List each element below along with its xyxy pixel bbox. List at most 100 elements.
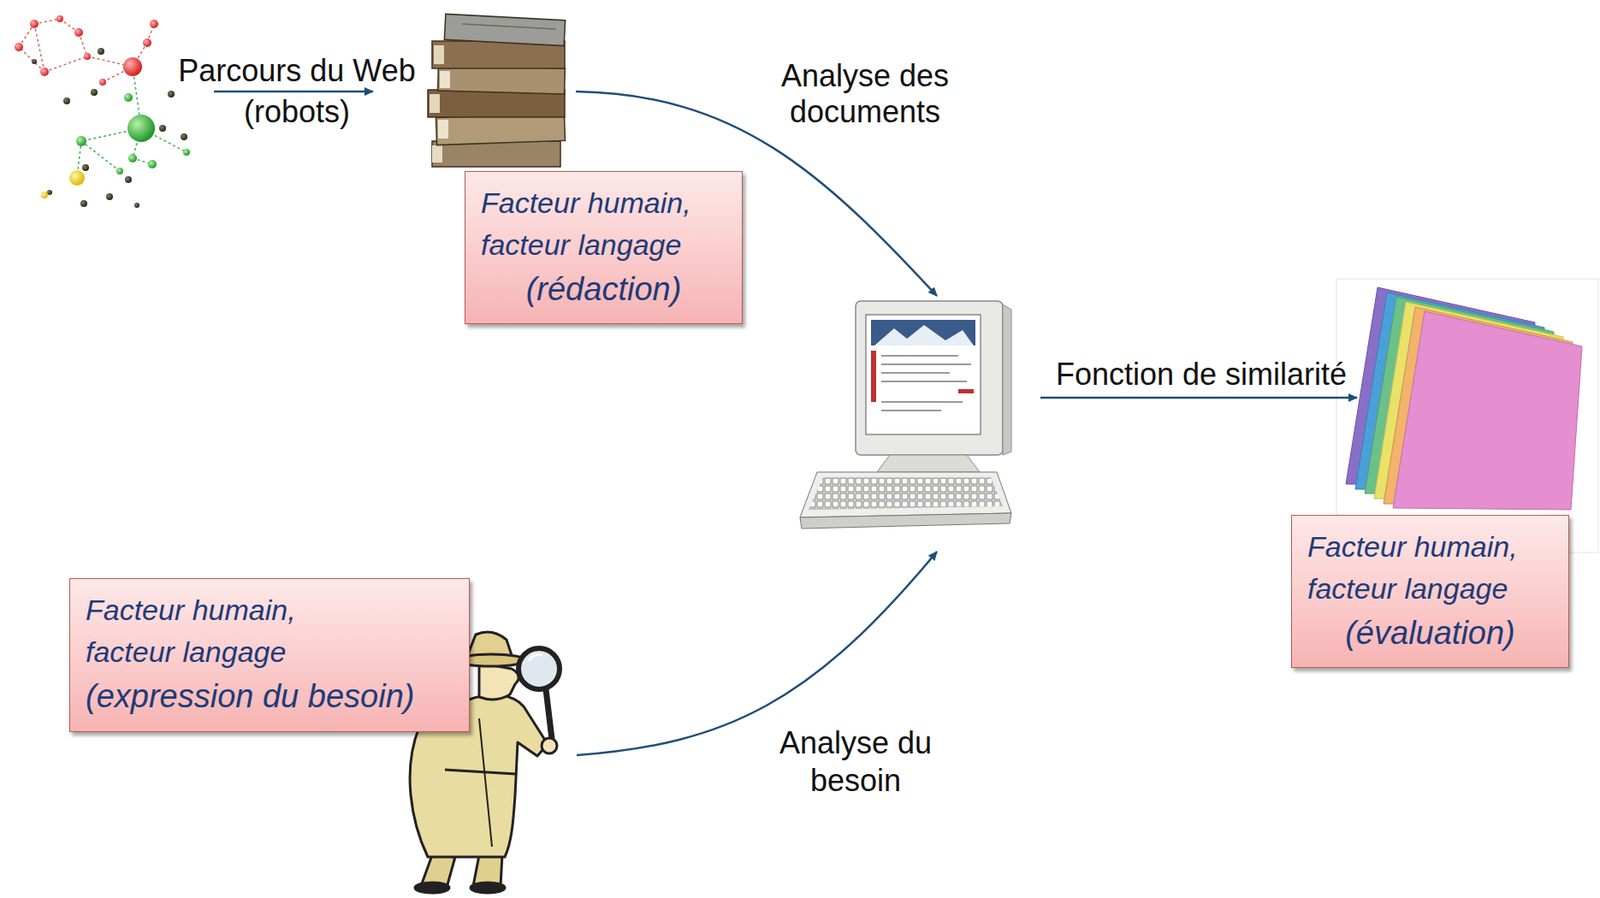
- arrow-label: Parcours du Web (robots): [168, 50, 426, 133]
- web-network-icon: [44, 56, 88, 72]
- computer-icon: [800, 513, 1012, 529]
- callout-box: Facteur humain, facteur langage(expressi…: [69, 578, 470, 733]
- computer-icon: [958, 389, 974, 394]
- web-network-icon: [29, 19, 39, 29]
- web-network-icon: [41, 191, 48, 199]
- searcher-figure: [479, 718, 492, 848]
- web-network-icon: [77, 66, 187, 178]
- web-network-icon: [124, 93, 133, 102]
- computer-icon: [877, 455, 980, 473]
- web-network-icon: [180, 133, 188, 141]
- web-network-icon: [82, 164, 89, 172]
- web-network-icon: [14, 15, 190, 208]
- web-network-icon: [76, 93, 190, 175]
- document-stack: [435, 112, 565, 145]
- arrow-label: Analyse du besoin: [765, 724, 946, 800]
- document-stack: [432, 145, 443, 163]
- web-network-icon: [31, 47, 188, 208]
- web-network-icon: [14, 42, 24, 52]
- web-network-icon: [31, 59, 37, 65]
- searcher-figure: [470, 882, 505, 894]
- arrow-label: Fonction de similarité: [1038, 355, 1364, 394]
- flow-arrow: [576, 551, 937, 756]
- document-stack: [427, 13, 566, 167]
- document-stack: [429, 94, 440, 113]
- web-network-icon: [18, 47, 45, 72]
- web-network-icon: [80, 200, 88, 208]
- web-network-icon: [14, 15, 159, 86]
- searcher-figure: [414, 882, 450, 894]
- flow-arrow: [213, 90, 374, 94]
- document-stack: [433, 45, 445, 65]
- web-network-icon: [124, 176, 132, 184]
- callout-box: Facteur humain, facteur langage(rédactio…: [464, 171, 743, 325]
- box-text: Facteur humain, facteur langage: [85, 589, 334, 674]
- box-subject: (expression du besoin): [85, 673, 454, 720]
- computer-icon: [881, 355, 959, 357]
- computer-icon: [881, 363, 972, 366]
- computer-icon: [808, 477, 1003, 510]
- web-network-icon: [167, 90, 175, 98]
- computer-icon: [871, 350, 877, 403]
- callout-box: Facteur humain, facteur langage(évaluati…: [1291, 515, 1570, 669]
- document-stack: [439, 71, 451, 89]
- web-network-icon: [56, 15, 64, 23]
- web-network-icon: [34, 23, 45, 72]
- result-pages: [1336, 278, 1599, 553]
- web-network-icon: [81, 141, 120, 172]
- web-network-icon: [99, 78, 107, 86]
- web-network-icon: [74, 28, 83, 37]
- document-stack: [438, 119, 449, 139]
- computer-icon: [881, 409, 942, 412]
- computer-icon: [881, 401, 963, 403]
- web-network-icon: [149, 19, 159, 29]
- computer-icon: [874, 325, 974, 346]
- web-network-icon: [148, 160, 157, 169]
- web-network-icon: [97, 47, 105, 55]
- web-network-icon: [183, 148, 190, 156]
- computer-icon: [881, 380, 967, 383]
- flow-arrow: [1040, 397, 1358, 400]
- computer-icon: [1002, 304, 1012, 456]
- searcher-figure: [518, 648, 560, 690]
- box-text: Facteur humain, facteur langage: [480, 182, 727, 267]
- computer-icon: [871, 320, 976, 346]
- document-stack: [438, 65, 566, 95]
- box-subject: (rédaction): [480, 266, 727, 313]
- searcher-figure: [545, 689, 552, 740]
- computer-icon: [800, 301, 1012, 529]
- searcher-figure: [444, 770, 516, 775]
- searcher-figure: [541, 738, 558, 754]
- web-network-icon: [63, 97, 71, 105]
- web-network-icon: [40, 67, 49, 77]
- box-subject: (évaluation): [1307, 610, 1553, 657]
- computer-icon: [881, 355, 972, 411]
- web-network-icon: [127, 114, 155, 143]
- web-network-icon: [106, 193, 113, 201]
- web-network-icon: [134, 202, 140, 208]
- result-pages: [1336, 278, 1599, 553]
- web-network-icon: [76, 136, 87, 147]
- computer-icon: [865, 314, 981, 435]
- computer-icon: [800, 472, 1012, 518]
- web-network-icon: [123, 57, 143, 77]
- computer-icon: [881, 372, 950, 374]
- document-stack: [462, 23, 557, 30]
- web-network-icon: [142, 38, 152, 48]
- web-network-icon: [47, 189, 53, 196]
- web-network-icon: [90, 88, 98, 96]
- web-network-icon: [116, 167, 124, 175]
- web-network-icon: [18, 18, 155, 83]
- web-network-icon: [83, 53, 91, 60]
- web-network-icon: [69, 170, 85, 186]
- web-network-icon: [41, 170, 85, 199]
- result-pages: [1392, 311, 1583, 510]
- web-network-icon: [128, 154, 137, 163]
- searcher-figure: [528, 655, 543, 661]
- searcher-figure: [479, 663, 519, 700]
- arrow-label: Analyse des documents: [766, 58, 964, 131]
- document-stack: [444, 13, 565, 46]
- web-network-icon: [159, 124, 166, 132]
